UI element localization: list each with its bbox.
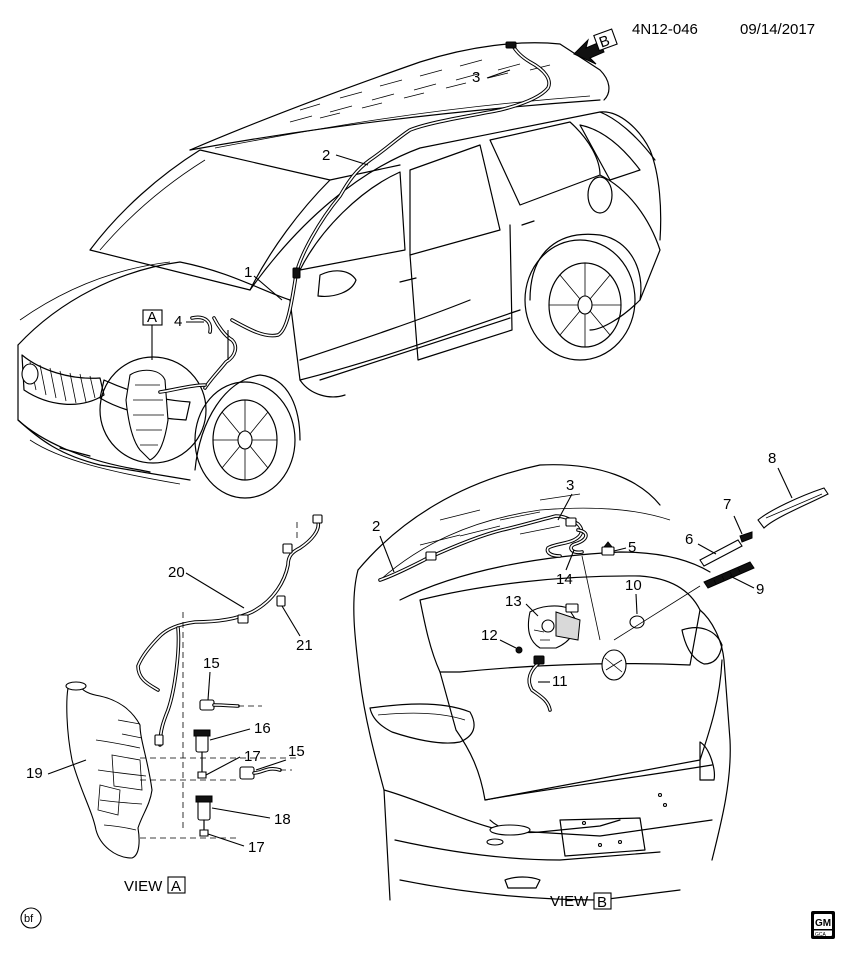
view-a-marker-letter: A <box>147 309 157 326</box>
callout-18: 18 <box>274 811 291 828</box>
callout-15-lower: 15 <box>288 743 305 760</box>
wiper-motor <box>527 603 581 649</box>
grille-mesh <box>29 361 96 404</box>
callout-14: 14 <box>556 571 573 588</box>
author-tag: bf <box>24 913 34 925</box>
callout-5: 5 <box>628 539 636 556</box>
view-a-prefix: VIEW <box>124 878 163 895</box>
roof-texture <box>289 59 551 123</box>
view-b-box-marker <box>593 28 618 52</box>
callout-3-top: 3 <box>472 69 480 86</box>
footer: bf GM GCA <box>20 907 835 939</box>
gm-logo-text: GM <box>815 918 831 929</box>
diagram-code: 4N12-046 <box>632 21 698 38</box>
gm-logo: GM GCA <box>811 911 835 939</box>
callout-13: 13 <box>505 593 522 610</box>
view-b-arrow: B <box>573 28 618 65</box>
callout-12: 12 <box>481 627 498 644</box>
diagram-date: 09/14/2017 <box>740 21 815 38</box>
callout-19: 19 <box>26 765 43 782</box>
callout-2-top: 2 <box>322 147 330 164</box>
view-b-label: VIEW B <box>550 892 612 911</box>
author-tag-circle <box>20 907 42 929</box>
callout-20: 20 <box>168 564 185 581</box>
callout-15-upper: 15 <box>203 655 220 672</box>
view-a-detail-circle: A <box>99 309 207 464</box>
callout-6: 6 <box>685 531 693 548</box>
view-a-label: VIEW A <box>124 876 186 895</box>
view-a-assembly <box>65 514 323 859</box>
callout-17-lower: 17 <box>248 839 265 856</box>
callout-9: 9 <box>756 581 764 598</box>
callout-21: 21 <box>296 637 313 654</box>
callout-4: 4 <box>174 313 182 330</box>
callout-17-upper: 17 <box>244 748 261 765</box>
header: 4N12-046 09/14/2017 <box>632 21 815 38</box>
front-wheel <box>194 374 301 499</box>
view-a-letter: A <box>171 878 181 895</box>
callout-2-view-b: 2 <box>372 518 380 535</box>
vehicle-overview <box>17 41 662 499</box>
callout-8: 8 <box>768 450 776 467</box>
view-b-callouts: 2 3 5 14 6 7 8 9 10 13 12 11 <box>372 450 793 690</box>
view-b-prefix: VIEW <box>550 893 589 910</box>
top-callouts: 3 2 1 4 <box>174 69 511 330</box>
callout-10: 10 <box>625 577 642 594</box>
roof-ribs-b <box>419 493 581 546</box>
callout-16: 16 <box>254 720 271 737</box>
clip-21 <box>276 595 286 607</box>
gm-logo-subtext: GCA <box>815 932 827 938</box>
view-b-vehicle-rear <box>353 464 731 901</box>
callout-3-view-b: 3 <box>566 477 574 494</box>
wiper-arm-assembly <box>699 487 829 589</box>
rear-wheel <box>524 233 642 361</box>
callout-1: 1 <box>244 264 252 281</box>
callout-7: 7 <box>723 496 731 513</box>
view-a-callouts: 20 21 15 16 17 15 19 18 17 <box>26 564 313 856</box>
callout-11: 11 <box>552 673 568 690</box>
view-b-letter: B <box>597 894 607 911</box>
reservoir-detail <box>95 719 147 831</box>
